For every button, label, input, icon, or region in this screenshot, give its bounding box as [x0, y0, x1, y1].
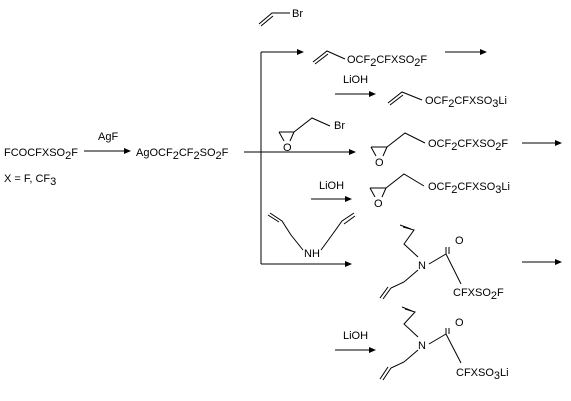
- svg-text:OCF2CFXSO3Li: OCF2CFXSO3Li: [425, 95, 507, 110]
- starting-fluoride: FCOCFXSO2F: [4, 147, 78, 162]
- arrow-branch-1: [261, 49, 304, 55]
- svg-text:Br: Br: [292, 8, 303, 20]
- lioh-reagent-1: LiOH: [343, 74, 368, 86]
- arrow-polymerization-3: [522, 259, 562, 265]
- epibromohydrin-reagent: O Br: [278, 117, 345, 154]
- agf-reagent: AgF: [98, 131, 118, 143]
- lithium-diallyl-amide-sulfonate: N O CFXSO3Li: [379, 306, 509, 382]
- glycidyl-ether-sulfonyl-fluoride: O OCF2CFXSO2F: [370, 132, 508, 169]
- arrow-agf: [84, 148, 131, 154]
- svg-text:NH: NH: [304, 248, 320, 260]
- x-substituent-note: X = F, CF3: [4, 173, 56, 188]
- svg-text:OCF2CFXSO3Li: OCF2CFXSO3Li: [428, 181, 510, 196]
- svg-text:OCF2CFXSO2F: OCF2CFXSO2F: [347, 54, 427, 69]
- vinyl-bromide-reagent: Br: [258, 8, 303, 27]
- vinyl-ether-sulfonyl-fluoride: OCF2CFXSO2F: [312, 50, 427, 69]
- arrow-lioh-3: [335, 347, 376, 353]
- diallylamine-reagent: NH: [267, 212, 356, 260]
- arrow-polymerization-1: [445, 49, 487, 55]
- arrow-branch-2: [261, 149, 356, 155]
- lithium-glycidyl-ether-sulfonate: O OCF2CFXSO3Li: [369, 173, 510, 210]
- arrow-polymerization-2: [522, 140, 562, 146]
- diallyl-amide-sulfonyl-fluoride: N O CFXSO2F: [379, 224, 504, 302]
- svg-text:N: N: [418, 260, 426, 272]
- svg-text:O: O: [375, 157, 384, 169]
- lioh-reagent-3: LiOH: [343, 330, 368, 342]
- svg-text:N: N: [418, 340, 426, 352]
- svg-text:O: O: [283, 142, 292, 154]
- lioh-reagent-2: LiOH: [319, 180, 344, 192]
- svg-text:CFXSO3Li: CFXSO3Li: [456, 367, 509, 382]
- svg-text:O: O: [374, 198, 383, 210]
- svg-text:O: O: [455, 235, 464, 247]
- branch-bracket: [244, 52, 262, 264]
- arrow-lioh-2: [311, 196, 352, 202]
- svg-text:OCF2CFXSO2F: OCF2CFXSO2F: [428, 138, 508, 153]
- lithium-vinyl-ether-sulfonate: OCF2CFXSO3Li: [387, 91, 507, 110]
- silver-salt: AgOCF2CF2SO2F: [136, 147, 229, 162]
- svg-text:Br: Br: [334, 120, 345, 132]
- svg-text:O: O: [455, 317, 464, 329]
- arrow-branch-3: [261, 261, 352, 267]
- arrow-lioh-1: [335, 91, 376, 97]
- svg-text:CFXSO2F: CFXSO2F: [453, 287, 504, 302]
